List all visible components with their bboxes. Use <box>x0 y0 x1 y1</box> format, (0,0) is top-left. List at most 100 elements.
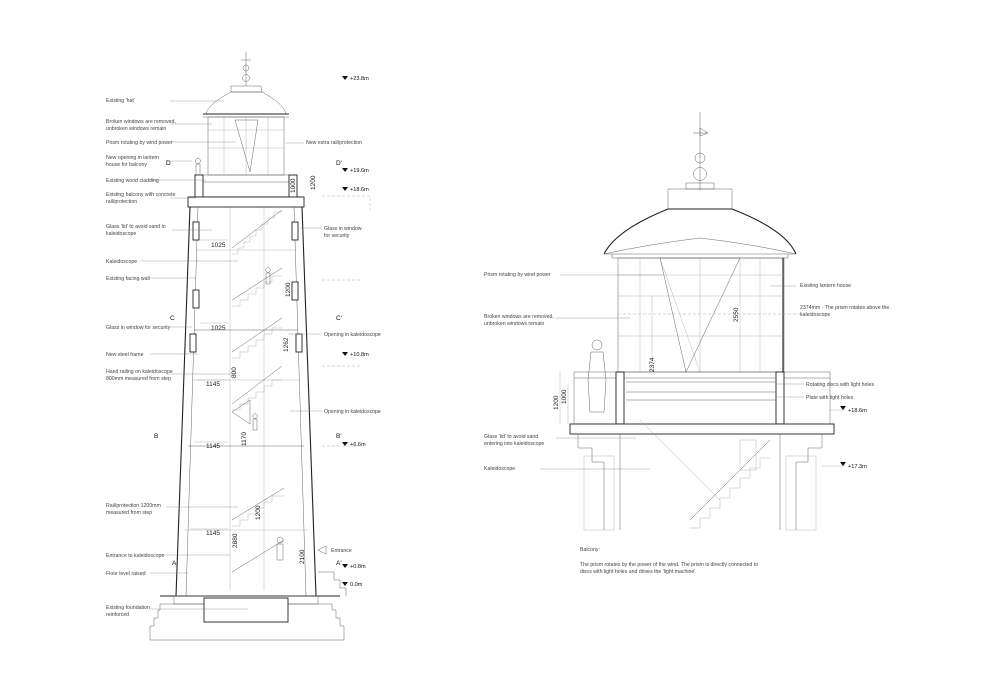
callout-glass-in-window: Glass in window <box>324 226 362 232</box>
right-lantern-house <box>617 257 800 373</box>
section-mark-a: A <box>172 560 177 567</box>
callout-broken-windows-right: Broken windows are removed, <box>484 314 554 320</box>
left-finial <box>241 52 251 86</box>
note-line-2: discs with light holes and drives the 'l… <box>580 569 695 575</box>
callout-opening-kaleidoscope-1: Opening in kaleidoscope <box>324 332 381 338</box>
left-callouts: Existing 'hat' Broken windows are remove… <box>106 98 176 618</box>
callout-broken-windows: Broken windows are removed, <box>106 119 176 125</box>
right-human-figure <box>587 339 607 413</box>
callout-rail-protection: Rail/protection 1200mm <box>106 503 161 509</box>
section-mark-b: B <box>154 433 158 440</box>
section-mark-d-prime: D' <box>336 160 342 167</box>
dim-1170: 1170 <box>241 432 248 446</box>
note-title: Balcony: <box>580 547 600 553</box>
callout-glass-lid-right: Glass 'lid' to avoid sand <box>484 434 538 440</box>
dim-1200-balcony: 1200 <box>310 175 317 190</box>
callout-existing-lantern-house: Existing lantern house <box>800 283 851 289</box>
callout-wood-cladding: Existing wood cladding <box>106 178 159 184</box>
level-0-0: 0.0m <box>350 582 363 588</box>
callout-kaleidoscope-right: Kaleidoscope <box>484 466 515 472</box>
callout-hand-railing: Hand railing on kaleidoscope <box>106 369 173 375</box>
left-human-figures <box>195 158 284 561</box>
level-19-6: +19.6m <box>350 168 369 174</box>
left-windows <box>189 221 303 425</box>
right-lantern-section <box>569 112 835 531</box>
level-0-8: +0.8m <box>350 564 366 570</box>
dim-1025-mid: 1025 <box>211 325 226 332</box>
left-lighthouse-section <box>149 52 371 641</box>
right-finial <box>685 112 715 190</box>
section-marks: D D' C C' B B' A A' <box>154 160 342 567</box>
dim-1200-lower: 1200 <box>255 505 262 520</box>
callout-glass-lid-2: kaleidoscope <box>106 231 136 237</box>
callout-prism-rotating-right: Prism rotating by wind power <box>484 272 551 278</box>
right-level-18-6: +18.6m <box>848 408 867 414</box>
right-level-17-3: +17.3m <box>848 464 867 470</box>
dim-2100: 2100 <box>299 549 306 564</box>
left-callouts-right: New extra rail/protection Glass in windo… <box>286 140 381 555</box>
right-dimensions: 2550 2374 1200 1000 <box>553 258 741 424</box>
callout-new-opening-2: house for balcony <box>106 162 147 168</box>
right-stair <box>639 419 771 529</box>
note-line-1: The prism rotates by the power of the wi… <box>580 562 758 568</box>
dim-1000-right: 1000 <box>561 389 568 404</box>
callout-new-steel-frame: New steel frame <box>106 352 144 358</box>
dim-1262: 1262 <box>283 337 290 352</box>
dim-1000-balcony: 1000 <box>290 178 297 193</box>
callout-hand-railing-2: 800mm measured from step <box>106 376 171 382</box>
callout-prism-rotating: Prism rotating by wind power <box>106 140 173 146</box>
right-balcony <box>569 371 835 435</box>
left-dimensions: 1025 1025 1145 1145 1145 1000 1200 1200 … <box>190 175 317 564</box>
dim-2880: 2880 <box>232 533 239 548</box>
level-6-6: +6.6m <box>350 442 366 448</box>
callout-rail-protection-2: measured from step <box>106 510 152 516</box>
callout-new-opening: New opening in lantern <box>106 155 159 161</box>
section-mark-a-prime: A' <box>336 560 342 567</box>
dim-2550: 2550 <box>733 307 740 322</box>
callout-entrance: Entrance <box>331 548 352 554</box>
callout-balcony-concrete-2: rail/protection <box>106 199 137 205</box>
dim-1145-b: 1145 <box>206 443 220 450</box>
left-callout-leaders <box>140 100 248 610</box>
left-foundation <box>149 571 347 641</box>
dim-1200-right: 1200 <box>553 395 560 410</box>
dim-1145-a: 1145 <box>206 381 220 388</box>
callout-facing-wall: Existing facing wall <box>106 276 150 282</box>
callout-opening-kaleidoscope-2: Opening in kaleidoscope <box>324 409 381 415</box>
right-level-markers: +18.6m +17.3m <box>822 406 867 470</box>
callout-foundation: Existing foundation <box>106 605 150 611</box>
dim-2374: 2374 <box>649 357 656 372</box>
right-tower-walls <box>577 434 823 531</box>
right-rotating-discs <box>626 381 776 401</box>
balcony-note: Balcony: The prism rotates by the power … <box>580 547 758 575</box>
section-mark-c: C <box>170 315 175 322</box>
right-lantern-hat <box>603 188 797 259</box>
callout-broken-windows-2: unbroken windows remain <box>106 126 166 132</box>
dim-1025-top: 1025 <box>211 242 226 249</box>
callout-new-extra-rail: New extra rail/protection <box>306 140 362 146</box>
level-10-8: +10.8m <box>350 352 369 358</box>
right-callouts: Prism rotating by wind power Broken wind… <box>484 272 889 472</box>
callout-entrance-kaleidoscope: Entrance to kaleidoscope <box>106 553 164 559</box>
callout-glass-lid-right-2: entering into kaleidoscope <box>484 441 544 447</box>
left-floor-slabs <box>184 249 308 531</box>
level-18-6: +18.6m <box>350 187 369 193</box>
dim-1200-upper: 1200 <box>285 282 292 297</box>
callout-prism-rotates-above: 2374mm - The prism rotates above the <box>800 305 889 311</box>
left-lantern-hat <box>203 85 289 118</box>
callout-glass-lid: Glass 'lid' to avoid sand in <box>106 224 166 230</box>
callout-broken-windows-right-2: unbroken windows remain <box>484 321 544 327</box>
callout-glass-window-security: Glass in window for security <box>106 325 171 331</box>
left-lantern-house <box>207 116 285 176</box>
left-tower-walls <box>175 206 317 597</box>
callout-kaleidoscope: Kaleidoscope <box>106 259 137 265</box>
left-level-markers: +23.8m +19.6m +18.6m +10.8m +6.6m +0.8m … <box>342 76 369 588</box>
callout-prism-rotates-above-2: kaleidoscope <box>800 312 830 318</box>
callout-plate-light-holes: Plate with light holes <box>806 395 854 401</box>
callout-balcony-concrete: Existing balcony with concrete <box>106 192 176 198</box>
left-construction-lines <box>322 195 371 447</box>
left-balcony <box>187 174 305 208</box>
section-mark-d: D <box>166 160 171 167</box>
left-stair-flights <box>231 209 285 573</box>
